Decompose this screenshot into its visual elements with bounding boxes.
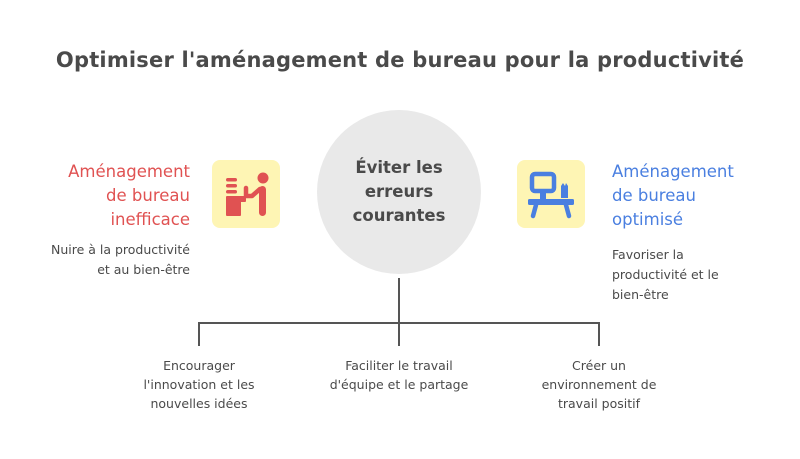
central-topic-text: Éviter les erreurs courantes [334,156,464,228]
optimized-layout-description: Favoriser la productivité et le bien-êtr… [612,245,772,305]
branch-line: nouvelles idées [150,396,248,411]
person-at-desk-icon [226,172,269,216]
branch-line: Encourager [163,358,235,373]
branch-line: travail positif [557,396,641,411]
inefficient-layout-heading: Aménagement de bureau inefficace [68,160,190,232]
branch-innovation: Encourager l'innovation et les nouvelles… [114,356,284,413]
branch-teamwork: Faciliter le travail d'équipe et le part… [314,356,484,394]
optimized-layout-heading: Aménagement de bureau optimisé [612,160,734,232]
description-line: Favoriser la [612,247,684,262]
branch-line: d'équipe et le partage [329,377,469,392]
center-line: Éviter les [355,158,443,177]
description-line: bien-être [612,287,669,302]
right-branch-connector [598,322,600,346]
trunk-connector [398,278,400,346]
description-line: et au bien-être [97,262,190,277]
branch-line: l'innovation et les [143,377,255,392]
branch-line: environnement de [541,377,657,392]
left-branch-connector [198,322,200,346]
center-line: erreurs [364,182,434,201]
horizontal-connector [198,322,600,324]
central-topic-circle: Éviter les erreurs courantes [317,110,481,274]
heading-line: de bureau [106,186,190,205]
person-at-desk-icon-box [212,160,280,228]
heading-line: Aménagement [68,162,190,181]
inefficient-layout-description: Nuire à la productivité et au bien-être [51,240,190,280]
heading-line: inefficace [110,210,190,229]
heading-line: Aménagement [612,162,734,181]
branch-positive-environment: Créer un environnement de travail positi… [514,356,684,413]
branch-line: Faciliter le travail [345,358,453,373]
branch-line: Créer un [572,358,626,373]
description-line: productivité et le [612,267,719,282]
heading-line: optimisé [612,210,684,229]
description-line: Nuire à la productivité [50,242,190,257]
computer-desk-icon-box [517,160,585,228]
diagram-title: Optimiser l'aménagement de bureau pour l… [55,48,745,72]
center-line: courantes [352,206,446,225]
computer-desk-icon [528,171,574,219]
heading-line: de bureau [612,186,696,205]
